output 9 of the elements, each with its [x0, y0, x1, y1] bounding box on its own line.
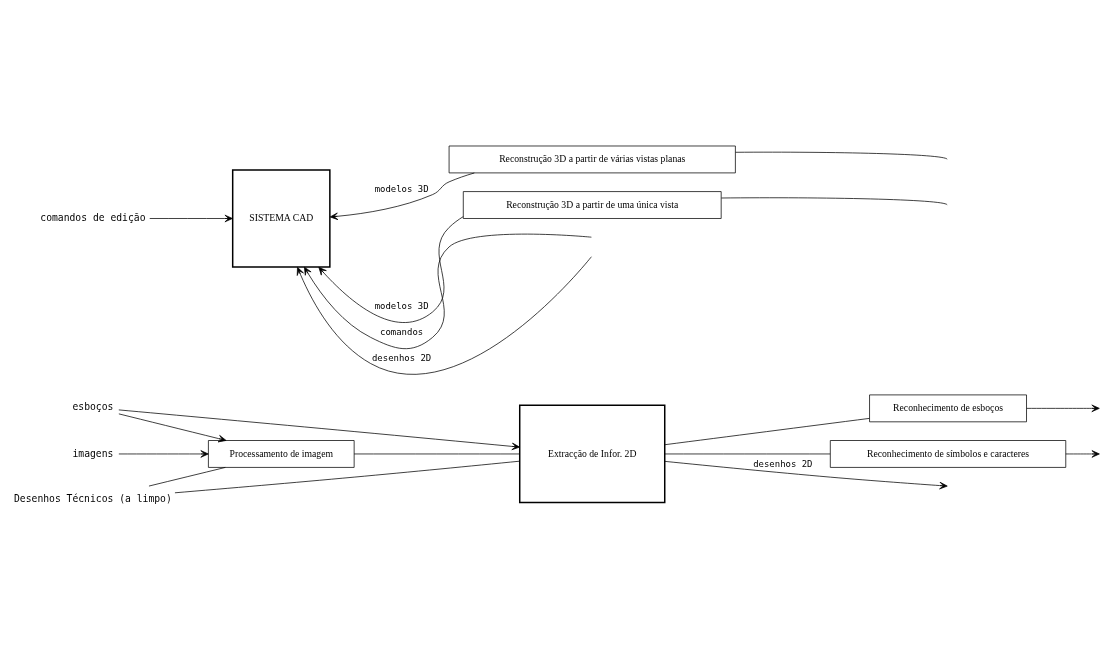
edge-label: modelos 3D — [374, 301, 429, 312]
node-text: imagens — [72, 447, 114, 459]
edge-label: comandos — [380, 326, 424, 337]
node-text: comandos de edição — [40, 212, 146, 224]
edge-label: desenhos 2D — [371, 352, 432, 363]
edge-label: modelos 3D — [374, 184, 429, 195]
edge-label: desenhos 2D — [753, 459, 813, 470]
node-text: esboços — [72, 401, 114, 413]
node-text: Desenhos Técnicos (a limpo) — [14, 493, 172, 505]
